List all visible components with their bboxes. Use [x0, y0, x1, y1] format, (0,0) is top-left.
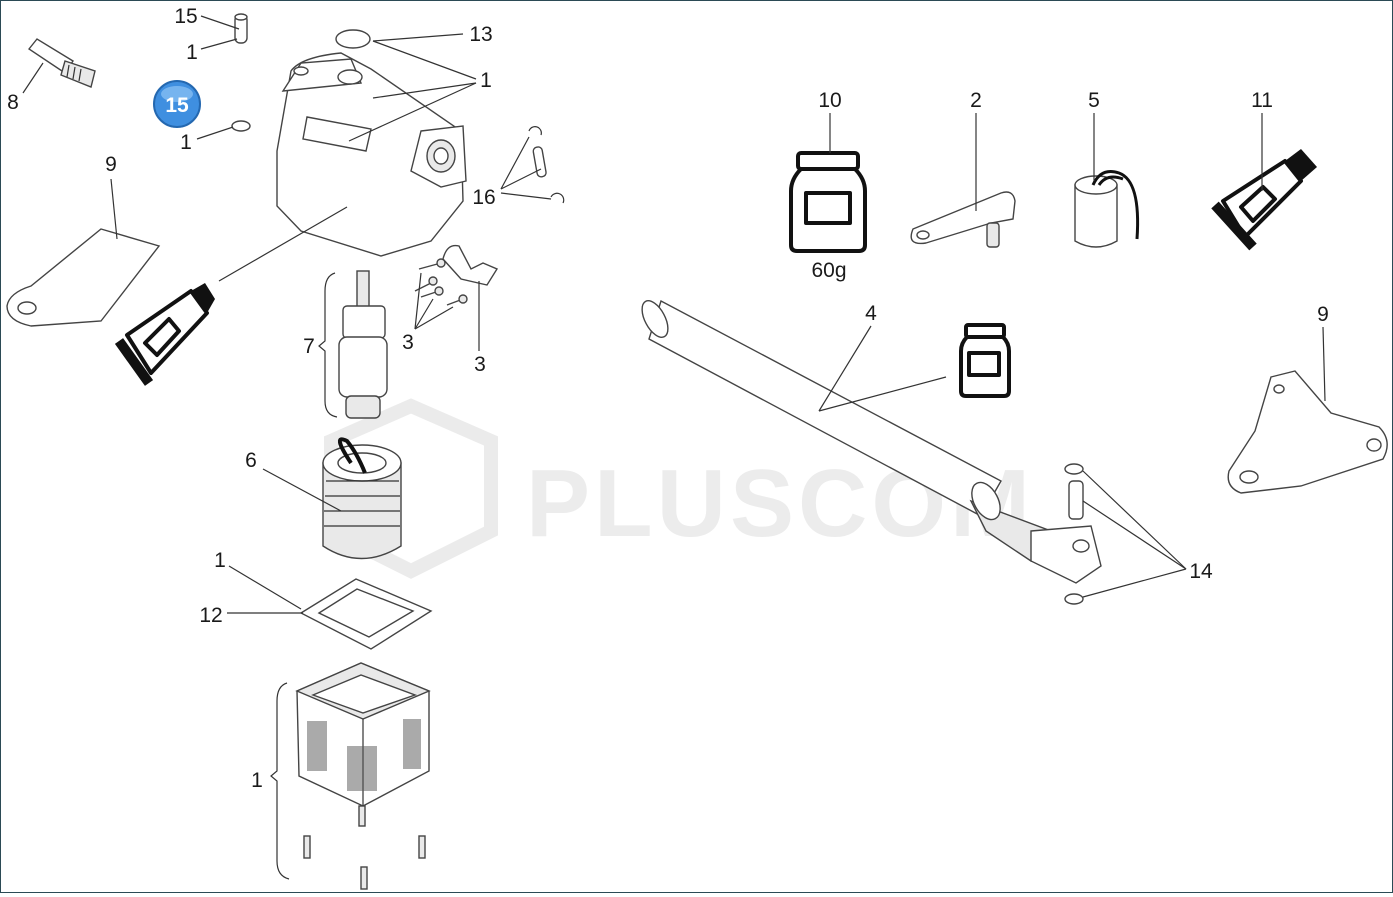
- callout-1-washer: 1: [180, 131, 192, 154]
- base-screw-3: [360, 866, 368, 890]
- callout-11: 11: [1251, 89, 1273, 112]
- part-1-base: [270, 662, 431, 880]
- part-16-clips: [528, 126, 565, 204]
- part-1-housing: [276, 52, 467, 257]
- part-5-capacitor: [1074, 170, 1140, 248]
- callout-10: 10: [818, 89, 841, 112]
- part-2-lever: [910, 191, 1016, 248]
- callout-5: 5: [1088, 89, 1100, 112]
- callout-16: 16: [472, 186, 495, 209]
- part-12-gasket: [299, 578, 433, 650]
- callout-3-clamp: 3: [474, 353, 486, 376]
- part-washer: [231, 120, 251, 132]
- callout-9-left: 9: [105, 153, 117, 176]
- callout-2: 2: [970, 89, 982, 112]
- part-9-bracket-right: [1227, 370, 1388, 494]
- part-7-motor-shaft: [318, 270, 388, 419]
- callout-9-right: 9: [1317, 303, 1329, 326]
- callout-7: 7: [303, 335, 315, 358]
- callout-1-gasket: 1: [214, 549, 226, 572]
- part-14-pin: [1068, 480, 1084, 520]
- grease-tube-icon-right: [1211, 149, 1317, 251]
- callout-12: 12: [199, 604, 222, 627]
- callout-labels: 15 1 13 1 8 1 9 16 7 3 3 6 1 12 1 10 2 5…: [7, 5, 1329, 792]
- callout-1-pin: 1: [186, 41, 198, 64]
- badge-15: 15: [153, 80, 201, 128]
- part-9-bracket-left: [6, 228, 161, 327]
- part-14-washer-top: [1064, 463, 1084, 475]
- part-15-pin: [234, 13, 248, 44]
- jar-weight-label: 60g: [811, 259, 846, 282]
- part-14-washer-bottom: [1064, 593, 1084, 605]
- base-screw-1: [303, 835, 311, 859]
- part-8-cable-gland: [27, 38, 96, 88]
- part-4-piston-tube: [641, 299, 1102, 584]
- callout-3-screws: 3: [402, 331, 414, 354]
- base-screw-2: [418, 835, 426, 859]
- part-3-clamp: [414, 244, 499, 306]
- callout-14: 14: [1189, 560, 1213, 583]
- leader-lines: [22, 15, 1326, 614]
- callout-15: 15: [174, 5, 197, 28]
- callout-4: 4: [865, 302, 877, 325]
- callout-1-housing: 1: [480, 69, 492, 92]
- callout-13: 13: [469, 23, 492, 46]
- callout-1-base: 1: [251, 769, 263, 792]
- part-6-coil: [322, 437, 402, 560]
- badge-number: 15: [165, 94, 189, 117]
- base-screw-4: [358, 805, 366, 827]
- jar-icon-small: [959, 323, 1011, 398]
- callout-6: 6: [245, 449, 257, 472]
- part-13-plug: [335, 29, 371, 49]
- callout-8: 8: [7, 91, 19, 114]
- jar-icon-60g: [789, 151, 867, 253]
- grease-tube-icon-left: [114, 283, 215, 386]
